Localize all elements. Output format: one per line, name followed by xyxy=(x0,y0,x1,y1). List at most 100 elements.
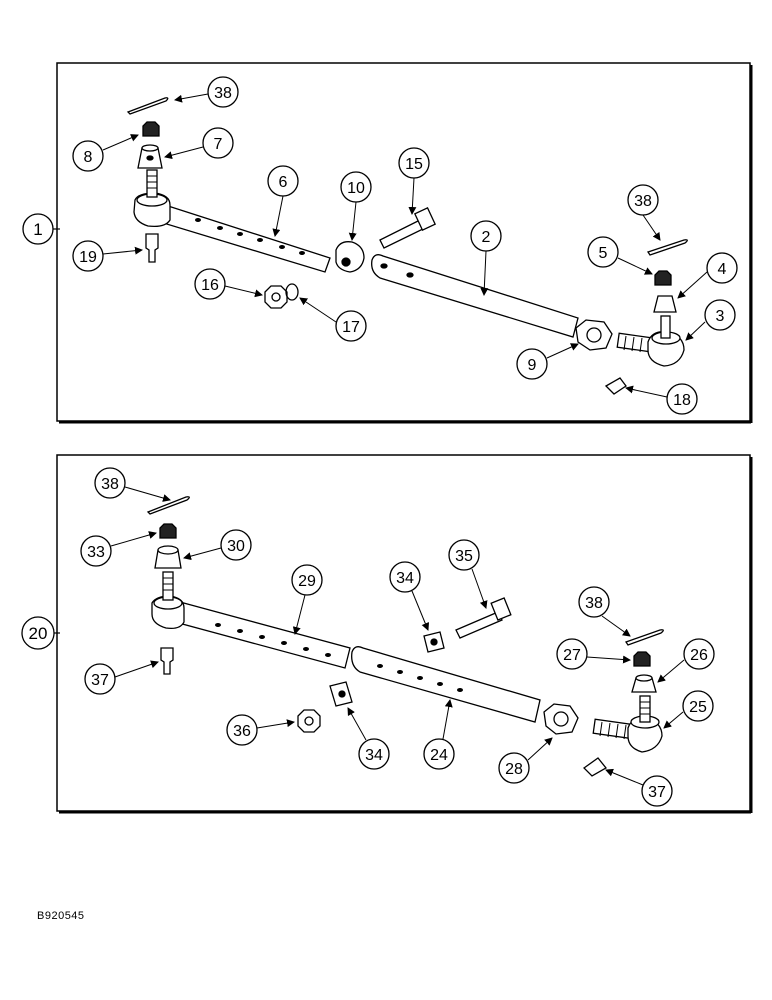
svg-text:24: 24 xyxy=(430,747,448,764)
callout-10: 10 xyxy=(340,171,372,241)
callout-33: 33 xyxy=(80,531,157,567)
svg-text:30: 30 xyxy=(227,538,245,555)
tie-rod-assembly-20 xyxy=(146,496,664,777)
callout-15: 15 xyxy=(398,147,430,215)
callout-30: 30 xyxy=(183,529,252,561)
callout-34-b1: 34 xyxy=(389,561,430,631)
callout-9: 9 xyxy=(516,343,579,380)
svg-text:27: 27 xyxy=(563,647,581,664)
callout-29: 29 xyxy=(291,564,323,635)
callout-2: 2 xyxy=(470,220,502,296)
boot-4 xyxy=(653,295,677,313)
cotter-pin-38 xyxy=(126,97,169,115)
callouts-assembly-20: 38 33 30 29 34 35 37 36 34 24 28 38 27 2… xyxy=(80,467,715,807)
castle-nut-27 xyxy=(633,651,651,667)
svg-text:1: 1 xyxy=(33,220,42,239)
svg-text:5: 5 xyxy=(599,245,608,262)
callout-26: 26 xyxy=(657,638,715,683)
svg-text:38: 38 xyxy=(101,476,119,493)
grease-fitting-18 xyxy=(604,377,627,395)
assembly-1-panel xyxy=(56,62,753,424)
svg-text:3: 3 xyxy=(716,308,725,325)
right-stud xyxy=(660,315,671,339)
callout-8: 8 xyxy=(72,134,139,172)
tube-24 xyxy=(351,646,541,723)
callout-37-b2: 37 xyxy=(605,768,673,807)
svg-text:29: 29 xyxy=(298,573,316,590)
figure-id: B920545 xyxy=(37,910,85,922)
svg-text:36: 36 xyxy=(233,723,251,740)
callouts-assembly-1: 38 8 7 6 10 15 2 19 16 17 38 5 4 3 9 18 xyxy=(72,76,738,415)
left-tube-29 xyxy=(174,601,351,669)
svg-text:33: 33 xyxy=(87,544,105,561)
left-stud-20 xyxy=(162,571,174,601)
grease-fitting-37-right xyxy=(582,757,607,777)
grease-fitting-37 xyxy=(160,647,174,675)
bolt-15 xyxy=(379,219,426,249)
left-tube xyxy=(159,204,331,273)
assembly-20-label: 20 xyxy=(21,616,60,650)
svg-text:6: 6 xyxy=(279,174,288,191)
svg-text:38: 38 xyxy=(214,85,232,102)
castle-nut-5 xyxy=(654,270,672,286)
lock-washer-17 xyxy=(285,283,299,301)
callout-18: 18 xyxy=(625,383,698,415)
right-tube-2 xyxy=(371,254,579,338)
callout-17: 17 xyxy=(299,297,367,342)
callout-5: 5 xyxy=(587,236,653,275)
callout-3: 3 xyxy=(685,299,736,341)
svg-text:37: 37 xyxy=(648,784,666,801)
tie-rod-assembly-1 xyxy=(126,97,688,395)
svg-text:34: 34 xyxy=(365,747,383,764)
cotter-pin-38-b xyxy=(146,496,190,515)
svg-text:35: 35 xyxy=(455,548,473,565)
svg-text:16: 16 xyxy=(201,277,219,294)
callout-34-b2: 34 xyxy=(347,707,390,770)
svg-text:7: 7 xyxy=(214,136,223,153)
cotter-pin-38-c xyxy=(624,629,664,646)
bolt-35 xyxy=(455,611,503,639)
svg-text:17: 17 xyxy=(342,319,360,336)
callout-27: 27 xyxy=(556,638,631,670)
svg-text:2: 2 xyxy=(482,229,491,246)
svg-text:28: 28 xyxy=(505,761,523,778)
svg-text:9: 9 xyxy=(528,357,537,374)
svg-text:34: 34 xyxy=(396,570,414,587)
svg-text:38: 38 xyxy=(634,193,652,210)
castle-nut-33 xyxy=(159,523,177,539)
callout-6: 6 xyxy=(267,165,299,237)
callout-36: 36 xyxy=(226,714,295,746)
svg-text:19: 19 xyxy=(79,249,97,266)
callout-7: 7 xyxy=(164,127,234,160)
clamp-10 xyxy=(335,241,365,273)
svg-text:15: 15 xyxy=(405,156,423,173)
right-stud-20 xyxy=(639,695,651,723)
callout-24: 24 xyxy=(423,699,455,770)
callout-25: 25 xyxy=(663,690,714,729)
callout-38-b1: 38 xyxy=(94,467,171,502)
assembly-1-label: 1 xyxy=(22,213,60,245)
svg-text:8: 8 xyxy=(84,149,93,166)
castle-nut-8 xyxy=(142,121,160,137)
svg-text:26: 26 xyxy=(690,647,708,664)
callout-4: 4 xyxy=(677,252,738,299)
svg-text:20: 20 xyxy=(29,624,48,643)
callout-35: 35 xyxy=(448,539,488,609)
left-stud xyxy=(146,169,158,198)
callout-38-b2: 38 xyxy=(578,586,631,637)
svg-text:25: 25 xyxy=(689,699,707,716)
svg-text:18: 18 xyxy=(673,392,691,409)
tube-holes xyxy=(195,218,305,255)
callout-19: 19 xyxy=(72,240,143,272)
svg-text:10: 10 xyxy=(347,180,365,197)
cotter-pin-38-right xyxy=(646,239,688,256)
svg-text:4: 4 xyxy=(718,261,727,278)
callout-38: 38 xyxy=(174,76,239,108)
callout-16: 16 xyxy=(194,268,263,300)
svg-text:38: 38 xyxy=(585,595,603,612)
svg-text:37: 37 xyxy=(91,672,109,689)
callout-38b: 38 xyxy=(627,184,661,241)
callout-37-b1: 37 xyxy=(84,660,159,695)
callout-28: 28 xyxy=(498,737,553,784)
